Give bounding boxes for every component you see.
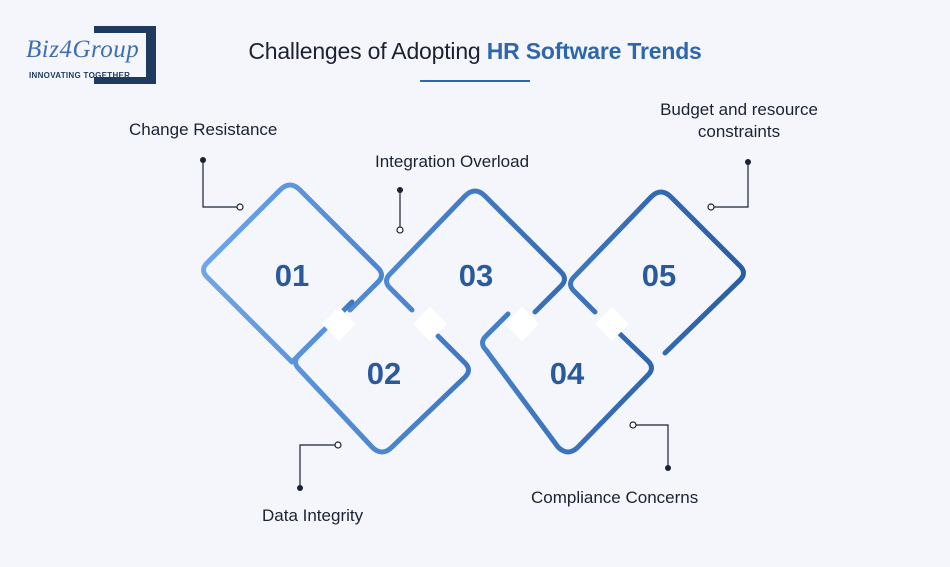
dot-04-start <box>629 421 637 429</box>
label-budget-line1: Budget and resource <box>660 100 818 119</box>
dot-05-end <box>707 203 715 211</box>
page-title: Challenges of Adopting HR Software Trend… <box>0 38 950 65</box>
number-05: 05 <box>642 258 676 293</box>
leader-line-04 <box>633 424 669 468</box>
number-03: 03 <box>459 258 493 293</box>
company-logo: Biz4Group INNOVATING TOGETHER <box>26 26 156 84</box>
label-compliance-concerns: Compliance Concerns <box>531 488 699 507</box>
label-budget-constraints: Budget and resource constraints <box>640 99 838 143</box>
logo-frame <box>94 26 156 84</box>
diamond-03 <box>384 188 567 315</box>
dot-03-end <box>396 226 404 234</box>
number-04: 04 <box>550 356 585 391</box>
logo-tagline: INNOVATING TOGETHER <box>29 71 131 80</box>
dot-05-start <box>745 159 751 165</box>
leader-line-02 <box>299 444 338 488</box>
label-budget-line2: constraints <box>697 122 781 141</box>
label-integration-overload: Integration Overload <box>375 152 530 171</box>
title-underline <box>420 80 530 82</box>
label-data-integrity: Data Integrity <box>262 506 364 525</box>
connector-square-1 <box>322 307 356 341</box>
title-prefix: Challenges of Adopting <box>248 38 487 64</box>
dot-02-end <box>297 485 303 491</box>
diamond-01 <box>201 182 384 365</box>
title-highlight: HR Software Trends <box>486 38 702 64</box>
connector-squares <box>322 307 629 341</box>
dot-01-end <box>236 203 244 211</box>
number-01: 01 <box>275 258 309 293</box>
diamond-04 <box>480 311 654 455</box>
leader-line-01 <box>202 160 240 208</box>
dot-01-start <box>200 157 206 163</box>
number-02: 02 <box>367 356 401 391</box>
diamond-05 <box>568 189 746 356</box>
leader-dots <box>200 157 751 491</box>
label-change-resistance: Change Resistance <box>129 120 278 139</box>
connector-square-3 <box>505 307 539 341</box>
dot-04-end <box>665 465 671 471</box>
dot-02-start <box>334 441 342 449</box>
dot-03-start <box>397 187 403 193</box>
logo-wordmark: Biz4Group <box>26 36 140 63</box>
connector-square-2 <box>413 307 447 341</box>
connector-square-4 <box>595 307 629 341</box>
leader-line-05 <box>711 162 749 208</box>
